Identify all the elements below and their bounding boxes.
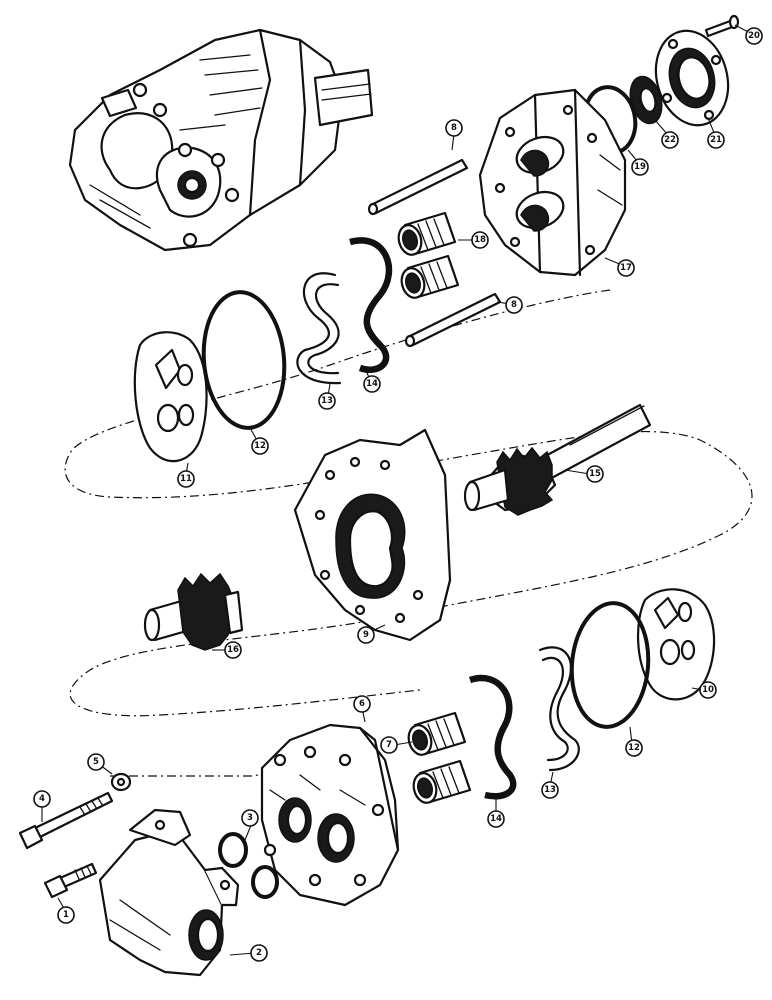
callout-21: 21 — [707, 131, 725, 149]
assembly-centerlines — [64, 289, 753, 777]
o-ring-12-lower — [569, 601, 651, 729]
callout-13-upper: 13 — [318, 392, 336, 410]
callout-2: 2 — [250, 944, 268, 962]
bearing-7-lower — [412, 759, 472, 804]
callout-8-upper: 8 — [445, 119, 463, 137]
callout-13-upper-label: 13 — [321, 396, 333, 406]
seal-14-upper — [349, 237, 393, 373]
callout-20: 20 — [745, 27, 763, 45]
rear-body-6 — [260, 723, 400, 907]
callout-13-lower: 13 — [541, 781, 559, 799]
bolt-1 — [43, 862, 98, 899]
callout-6-label: 6 — [359, 699, 365, 709]
assembled-pump — [68, 28, 374, 252]
callout-7: 7 — [380, 736, 398, 754]
bearing-18-upper — [397, 211, 457, 256]
rear-cover-21 — [654, 29, 730, 127]
callout-3: 3 — [241, 809, 259, 827]
callout-22: 22 — [661, 131, 679, 149]
callout-9: 9 — [357, 626, 375, 644]
callout-11: 11 — [177, 470, 195, 488]
callout-5: 5 — [87, 753, 105, 771]
callout-21-label: 21 — [710, 135, 722, 145]
callout-20-label: 20 — [748, 31, 760, 41]
wear-plate-10 — [637, 588, 716, 701]
body-17 — [478, 88, 627, 277]
callout-18: 18 — [471, 231, 489, 249]
callout-16-label: 16 — [227, 645, 239, 655]
drive-gear-shaft-15 — [463, 403, 652, 516]
seal-14-lower — [468, 674, 517, 800]
dowel-pin-8-upper — [367, 158, 469, 216]
port-flange-2 — [98, 808, 240, 977]
callout-3-label: 3 — [247, 813, 253, 823]
callout-13-lower-label: 13 — [544, 785, 556, 795]
callout-14-lower: 14 — [487, 810, 505, 828]
callout-17-label: 17 — [620, 263, 632, 273]
callout-22-label: 22 — [664, 135, 676, 145]
callout-14-upper: 14 — [363, 375, 381, 393]
callout-16: 16 — [224, 641, 242, 659]
callout-17: 17 — [617, 259, 635, 277]
washer-5 — [110, 772, 132, 792]
callout-4-label: 4 — [39, 794, 45, 804]
callout-4: 4 — [33, 790, 51, 808]
screw-20 — [704, 14, 740, 38]
wear-plate-11 — [133, 331, 208, 463]
callout-6: 6 — [353, 695, 371, 713]
bearing-7-upper — [407, 711, 467, 756]
bearing-18-lower — [400, 254, 460, 299]
callout-8-lower-label: 8 — [511, 300, 517, 310]
callout-2-label: 2 — [256, 948, 262, 958]
callout-11-label: 11 — [180, 474, 192, 484]
callout-18-label: 18 — [474, 235, 486, 245]
callout-12-lower-label: 12 — [628, 743, 640, 753]
seal-13-upper — [296, 272, 342, 385]
o-ring-12-upper — [201, 290, 287, 430]
callout-14-upper-label: 14 — [366, 379, 378, 389]
callout-10-label: 10 — [702, 685, 714, 695]
callout-1: 1 — [57, 906, 75, 924]
gear-housing-9 — [293, 428, 452, 642]
callout-5-label: 5 — [93, 757, 99, 767]
callout-19-label: 19 — [634, 162, 646, 172]
callout-19: 19 — [631, 158, 649, 176]
o-ring-3-lower — [251, 865, 279, 899]
callout-15: 15 — [586, 465, 604, 483]
dowel-pin-8-lower — [404, 292, 502, 348]
callout-15-label: 15 — [589, 469, 601, 479]
callout-7-label: 7 — [386, 740, 392, 750]
callout-12-lower: 12 — [625, 739, 643, 757]
callout-14-lower-label: 14 — [490, 814, 502, 824]
callout-1-label: 1 — [63, 910, 69, 920]
driven-gear-16 — [143, 572, 244, 651]
o-ring-3-upper — [218, 832, 248, 868]
callout-9-label: 9 — [363, 630, 369, 640]
callout-10: 10 — [699, 681, 717, 699]
callout-12-upper: 12 — [251, 437, 269, 455]
bolt-4 — [18, 791, 114, 850]
callout-8-upper-label: 8 — [451, 123, 457, 133]
seal-13-lower — [538, 646, 580, 772]
callout-12-upper-label: 12 — [254, 441, 266, 451]
callout-8-lower: 8 — [505, 296, 523, 314]
